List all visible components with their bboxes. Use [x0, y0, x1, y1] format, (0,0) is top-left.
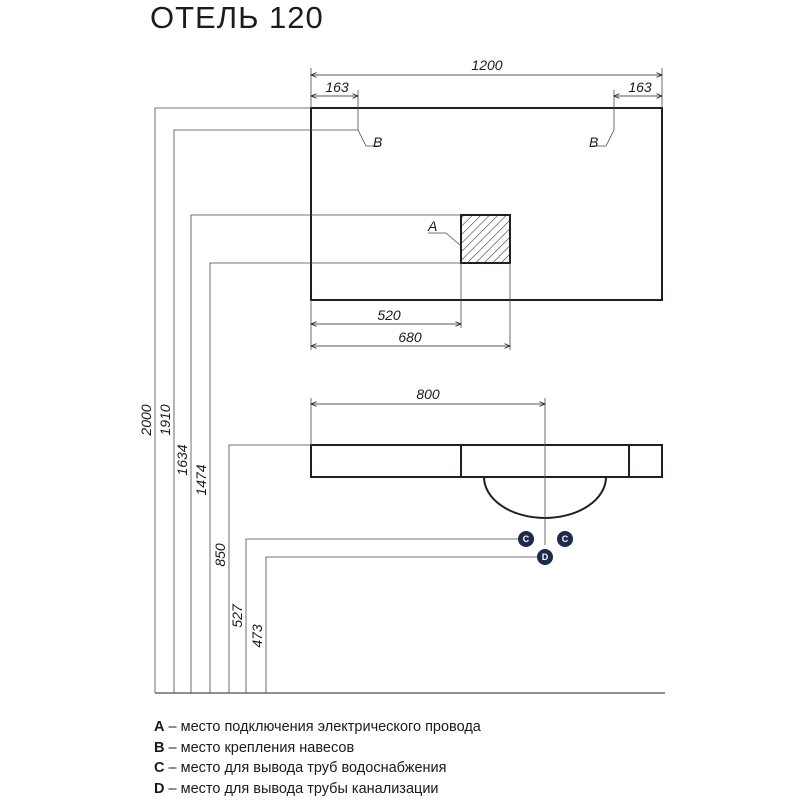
- product-title: ОТЕЛЬ 120: [150, 0, 324, 35]
- legend-row-a: A – место подключения электрического про…: [154, 717, 481, 738]
- vanity-top: [310, 444, 663, 478]
- marker-a: A: [427, 218, 437, 234]
- mirror-panel: [310, 107, 663, 301]
- dim-label-163-left: 163: [325, 79, 349, 95]
- legend-text-c: – место для вывода труб водоснабжения: [164, 760, 447, 776]
- legend-text-b: – место крепления навесов: [164, 739, 355, 756]
- dim-label-1200: 1200: [471, 57, 502, 73]
- marker-c-right-circle: [557, 531, 573, 547]
- dim-label-800: 800: [416, 386, 440, 402]
- marker-d-circle: [537, 549, 553, 565]
- legend-row-d: D – место для вывода трубы канализации: [154, 779, 481, 800]
- dim-label-520: 520: [377, 307, 401, 323]
- legend-text-d: – место для вывода трубы канализации: [164, 780, 439, 797]
- legend-key-a: A: [154, 719, 165, 735]
- legend-key-b: B: [154, 739, 165, 756]
- legend-key-c: C: [154, 760, 165, 776]
- dim-label-680: 680: [398, 329, 422, 345]
- marker-c-left-circle: [518, 531, 534, 547]
- marker-c-right: C: [562, 534, 569, 544]
- legend-row-c: C – место для вывода труб водоснабжения: [154, 758, 481, 779]
- legend-row-b: B – место крепления навесов: [154, 738, 481, 759]
- dim-label-527: 527: [229, 603, 245, 628]
- dim-label-2000: 2000: [138, 404, 154, 436]
- dim-label-1474: 1474: [193, 464, 209, 495]
- marker-d: D: [542, 552, 549, 562]
- legend: A – место подключения электрического про…: [154, 717, 481, 799]
- dim-label-163-right: 163: [628, 79, 652, 95]
- dim-label-473: 473: [249, 624, 265, 648]
- legend-key-d: D: [154, 780, 165, 797]
- dim-label-1910: 1910: [157, 404, 173, 435]
- marker-b-left: B: [373, 134, 382, 150]
- marker-b-right: B: [589, 134, 598, 150]
- dim-label-1634: 1634: [174, 444, 190, 475]
- dim-label-850: 850: [212, 543, 228, 567]
- legend-text-a: – место подключения электрического прово…: [164, 719, 481, 735]
- marker-c-left: C: [523, 534, 530, 544]
- socket-area-a: [460, 214, 511, 264]
